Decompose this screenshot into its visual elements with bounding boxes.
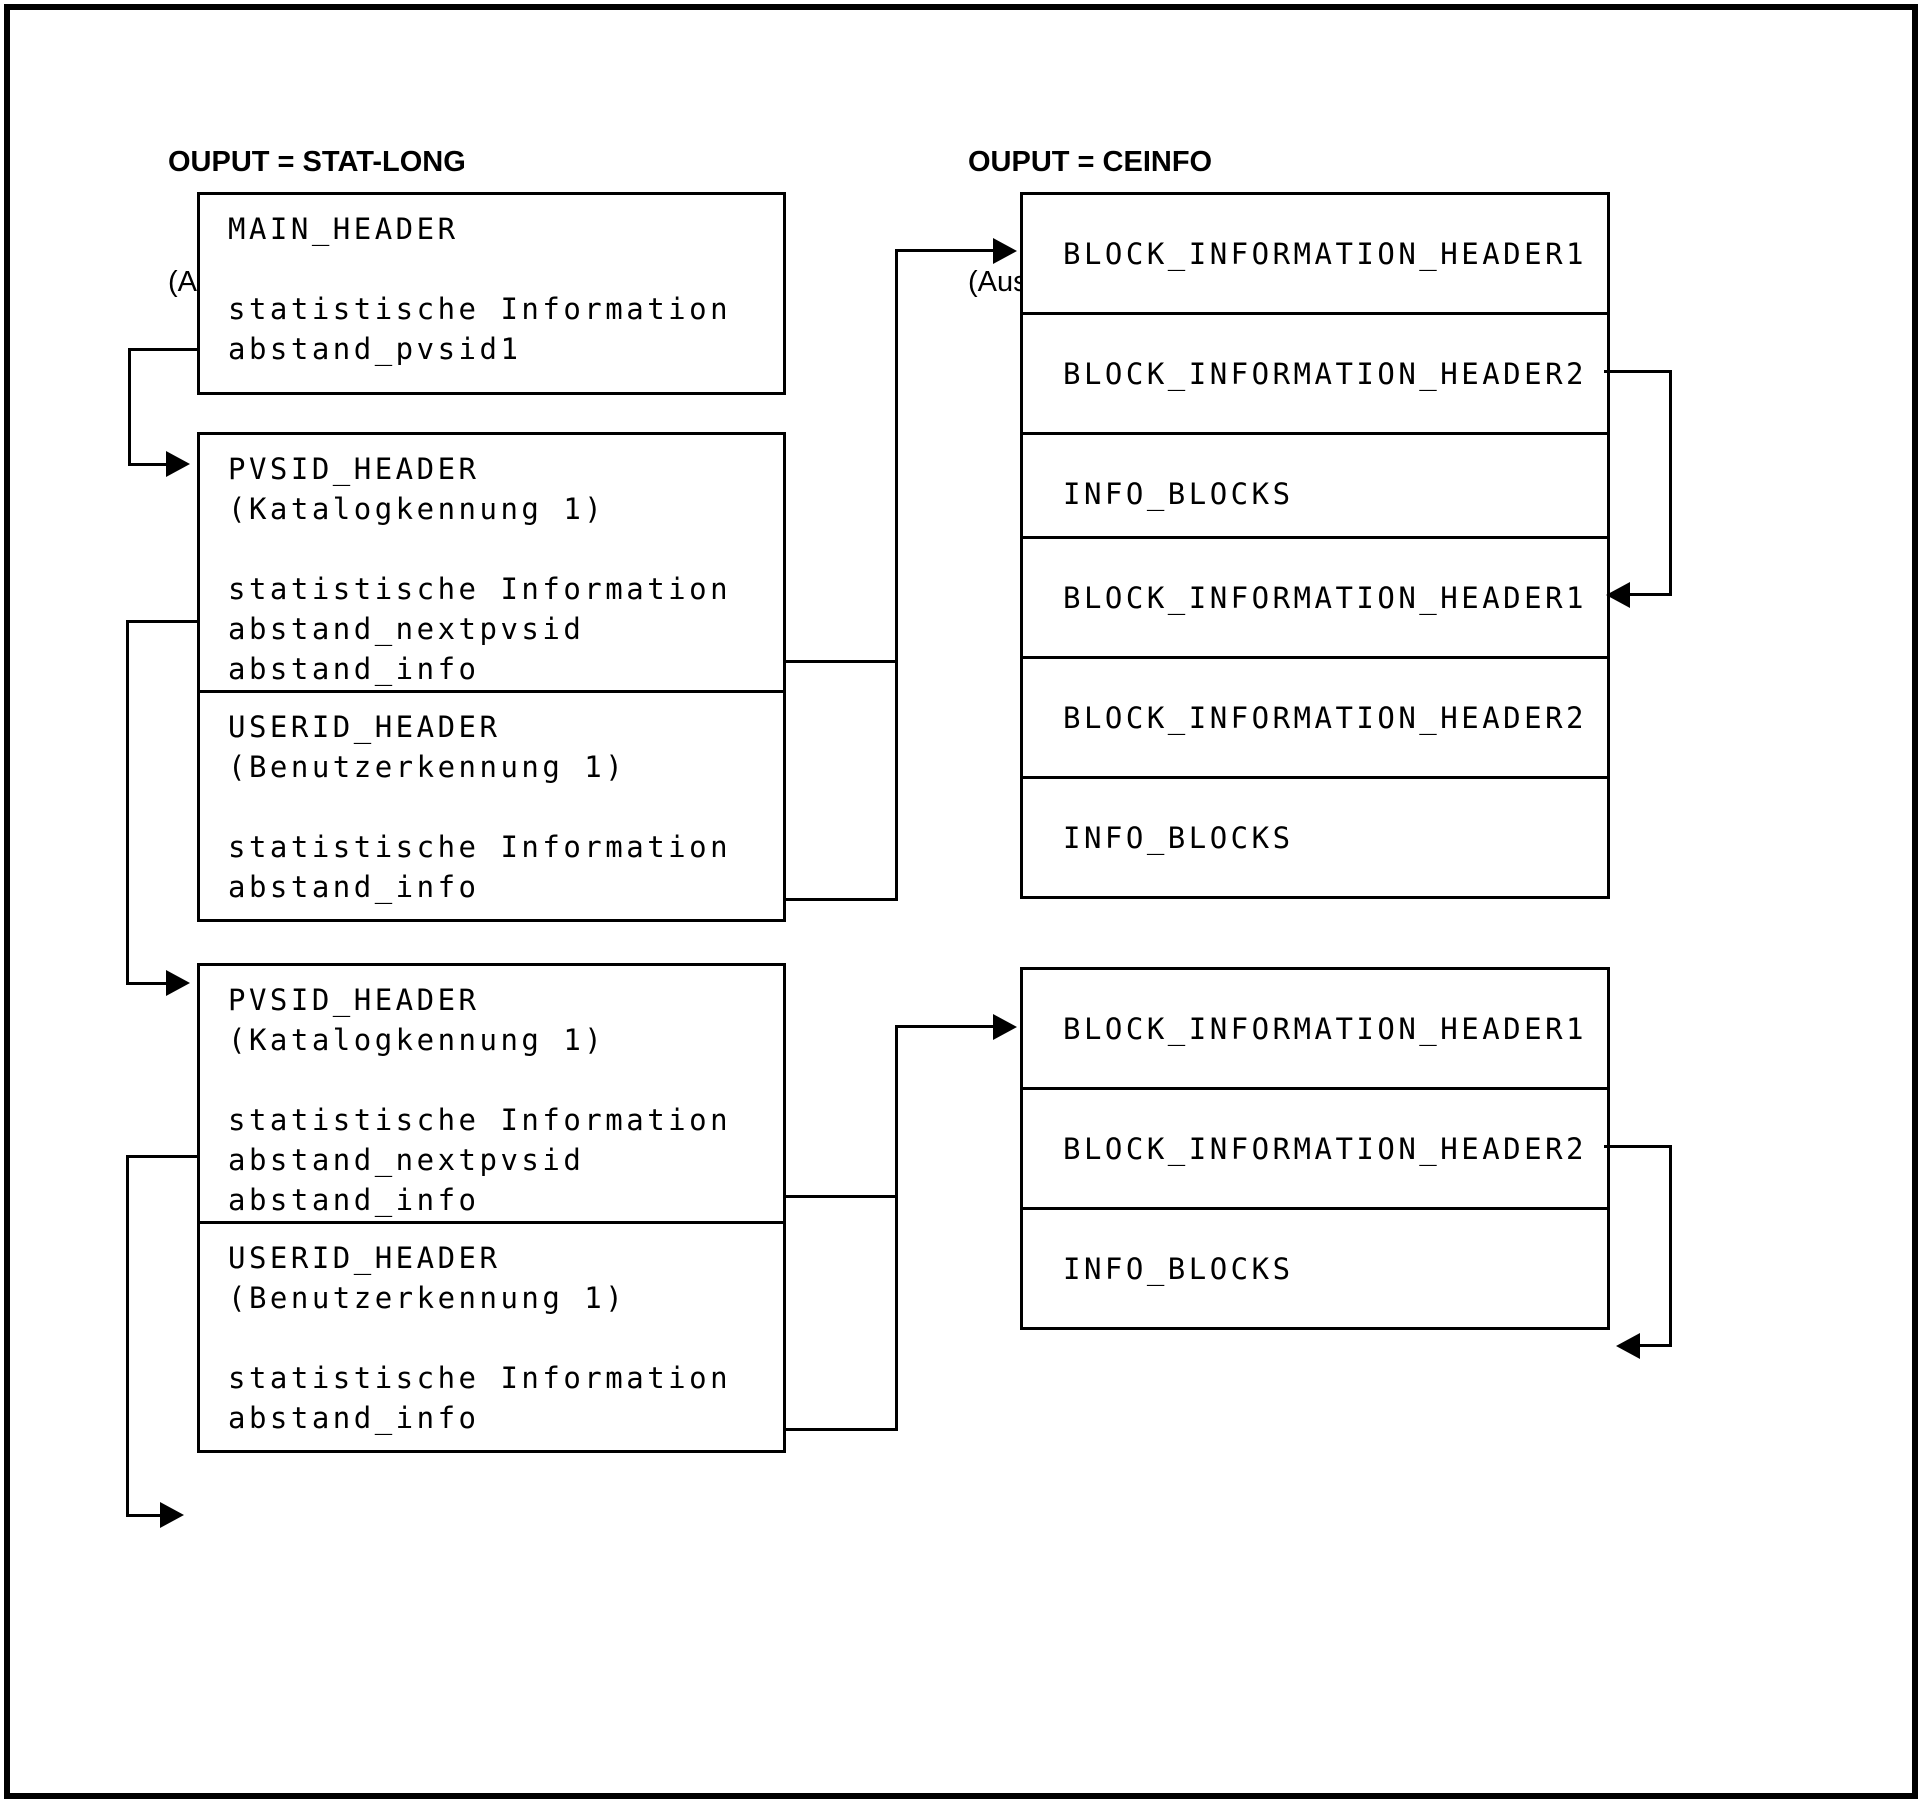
stack3-row-header1: BLOCK_INFORMATION_HEADER1 bbox=[1023, 970, 1607, 1087]
arrowhead-next-stack-icon bbox=[1616, 1333, 1640, 1359]
connector-group1-into-stack1 bbox=[895, 249, 995, 252]
box-pvsid-header-1-text: PVSID_HEADER (Katalogkennung 1) statisti… bbox=[228, 452, 732, 686]
stack1-divider-1 bbox=[1023, 312, 1607, 315]
connector-pvsid1-to-pvsid2-in bbox=[126, 982, 168, 985]
connector-group2-up bbox=[895, 1025, 898, 1431]
box-main-header: MAIN_HEADER statistische Information abs… bbox=[197, 192, 786, 395]
stack2-divider-1 bbox=[1023, 656, 1607, 659]
connector-stack3-next-down bbox=[1669, 1145, 1672, 1347]
arrowhead-next-pvsid-icon bbox=[160, 1502, 184, 1528]
box-userid-header-1-text: USERID_HEADER (Benutzerkennung 1) statis… bbox=[228, 710, 732, 904]
connector-stack1-to-stack2-in bbox=[1630, 593, 1672, 596]
connector-pvsid1-to-pvsid2-down bbox=[126, 620, 129, 985]
connector-group1-up bbox=[895, 249, 898, 901]
stack2-infoblocks-label: INFO_BLOCKS bbox=[1063, 820, 1294, 855]
box-pvsid-header-2: PVSID_HEADER (Katalogkennung 1) statisti… bbox=[197, 963, 786, 1224]
stack1-divider-2 bbox=[1023, 432, 1607, 435]
box-main-header-text: MAIN_HEADER statistische Information abs… bbox=[228, 212, 732, 366]
stack1-header2-label: BLOCK_INFORMATION_HEADER2 bbox=[1063, 356, 1587, 391]
box-pvsid-header-1: PVSID_HEADER (Katalogkennung 1) statisti… bbox=[197, 432, 786, 693]
connector-pvsid2-next-down bbox=[126, 1155, 129, 1517]
stack-block-info-3: BLOCK_INFORMATION_HEADER1 BLOCK_INFORMAT… bbox=[1020, 967, 1610, 1330]
stack1-header1-label: BLOCK_INFORMATION_HEADER1 bbox=[1063, 236, 1587, 271]
stack-block-info-1: BLOCK_INFORMATION_HEADER1 BLOCK_INFORMAT… bbox=[1020, 192, 1610, 555]
left-title-line1: OUPUT = STAT-LONG bbox=[168, 146, 466, 178]
connector-pvsid2-next-in bbox=[126, 1514, 162, 1517]
arrowhead-into-pvsid1-icon bbox=[166, 451, 190, 477]
connector-pvsid2-info-out bbox=[783, 1195, 898, 1198]
stack3-header1-label: BLOCK_INFORMATION_HEADER1 bbox=[1063, 1011, 1587, 1046]
stack3-row-infoblocks: INFO_BLOCKS bbox=[1023, 1210, 1607, 1327]
stack-block-info-2: BLOCK_INFORMATION_HEADER1 BLOCK_INFORMAT… bbox=[1020, 536, 1610, 899]
arrowhead-into-stack2-icon bbox=[1606, 582, 1630, 608]
stack3-infoblocks-label: INFO_BLOCKS bbox=[1063, 1251, 1294, 1286]
box-pvsid-header-2-text: PVSID_HEADER (Katalogkennung 1) statisti… bbox=[228, 983, 732, 1217]
stack3-header2-label: BLOCK_INFORMATION_HEADER2 bbox=[1063, 1131, 1587, 1166]
connector-stack3-next-in bbox=[1640, 1344, 1672, 1347]
connector-userid1-info-out bbox=[783, 898, 898, 901]
stack2-divider-2 bbox=[1023, 776, 1607, 779]
connector-pvsid1-info-out bbox=[783, 660, 898, 663]
connector-stack1-header2-out bbox=[1604, 370, 1672, 373]
connector-stack3-header2-out bbox=[1604, 1145, 1672, 1148]
arrowhead-into-stack1-icon bbox=[993, 238, 1017, 264]
connector-main-to-pvsid1-down bbox=[128, 348, 131, 466]
connector-main-to-pvsid1-in bbox=[128, 463, 168, 466]
box-userid-header-2: USERID_HEADER (Benutzerkennung 1) statis… bbox=[197, 1221, 786, 1453]
stack3-divider-1 bbox=[1023, 1087, 1607, 1090]
arrowhead-into-pvsid2-icon bbox=[166, 970, 190, 996]
box-userid-header-2-text: USERID_HEADER (Benutzerkennung 1) statis… bbox=[228, 1241, 732, 1435]
stack2-row-header2: BLOCK_INFORMATION_HEADER2 bbox=[1023, 659, 1607, 776]
stack3-row-header2: BLOCK_INFORMATION_HEADER2 bbox=[1023, 1090, 1607, 1207]
stack2-row-header1: BLOCK_INFORMATION_HEADER1 bbox=[1023, 539, 1607, 656]
stack1-row-header1: BLOCK_INFORMATION_HEADER1 bbox=[1023, 195, 1607, 312]
connector-pvsid1-to-pvsid2-out bbox=[126, 620, 197, 623]
connector-group2-into-stack3 bbox=[895, 1025, 995, 1028]
stack1-infoblocks-label: INFO_BLOCKS bbox=[1063, 476, 1294, 511]
stack1-row-header2: BLOCK_INFORMATION_HEADER2 bbox=[1023, 315, 1607, 432]
right-title-line1: OUPUT = CEINFO bbox=[968, 146, 1213, 178]
page-border bbox=[4, 4, 1918, 1799]
arrowhead-into-stack3-icon bbox=[993, 1014, 1017, 1040]
stack2-header1-label: BLOCK_INFORMATION_HEADER1 bbox=[1063, 580, 1587, 615]
stack2-row-infoblocks: INFO_BLOCKS bbox=[1023, 779, 1607, 896]
connector-userid2-info-out bbox=[783, 1428, 898, 1431]
stack3-divider-2 bbox=[1023, 1207, 1607, 1210]
connector-pvsid2-next-out bbox=[126, 1155, 197, 1158]
connector-stack1-to-stack2-down bbox=[1669, 370, 1672, 596]
box-userid-header-1: USERID_HEADER (Benutzerkennung 1) statis… bbox=[197, 690, 786, 922]
stack1-row-infoblocks: INFO_BLOCKS bbox=[1023, 435, 1607, 552]
stack2-header2-label: BLOCK_INFORMATION_HEADER2 bbox=[1063, 700, 1587, 735]
connector-main-to-pvsid1-out bbox=[128, 348, 197, 351]
